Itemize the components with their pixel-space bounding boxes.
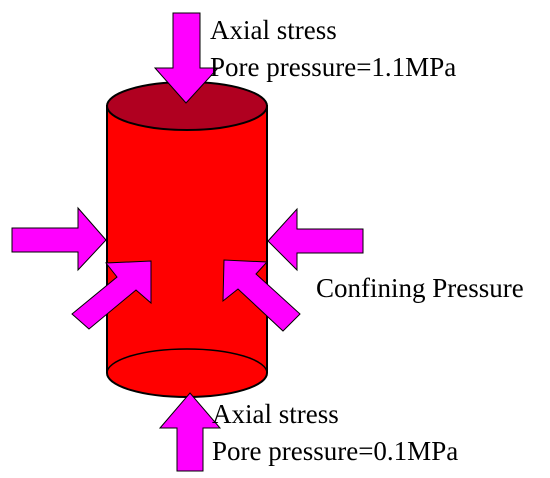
left-confining-arrow	[11, 206, 107, 272]
diagonal-confining-arrow-right	[222, 259, 301, 332]
diagonal-confining-arrow-left	[71, 260, 152, 330]
cylinder-bottom-rim	[106, 348, 268, 374]
confining-pressure-label: Confining Pressure	[316, 273, 524, 303]
bottom-axial-arrow	[158, 392, 222, 472]
bottom-axial-stress-label: Axial stress	[212, 399, 339, 429]
top-axial-stress-label: Axial stress	[210, 15, 337, 45]
top-axial-arrow	[153, 12, 220, 104]
right-confining-arrow	[267, 207, 364, 272]
cylinder-body	[106, 105, 268, 398]
bottom-pore-pressure-label: Pore pressure=0.1MPa	[212, 436, 459, 466]
top-pore-pressure-label: Pore pressure=1.1MPa	[210, 52, 457, 82]
